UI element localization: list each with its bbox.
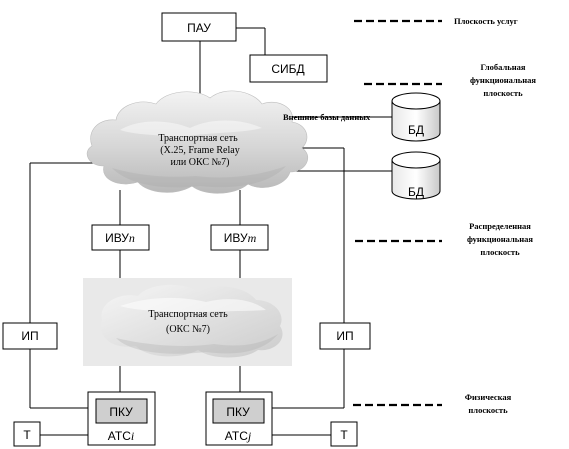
svg-text:АТСi: АТСi xyxy=(108,429,134,443)
bottom-cloud-line2: (ОКС №7) xyxy=(166,324,210,335)
pku-left-label: ПКУ xyxy=(109,405,133,419)
bottom-cloud-line1: Транспортная сеть xyxy=(148,309,228,320)
ivu-m-node: ИВУm xyxy=(210,224,269,251)
svg-text:ИВУm: ИВУm xyxy=(224,231,257,245)
sibd-node: СИБД xyxy=(249,54,328,83)
svg-text:АТСj: АТСj xyxy=(225,429,252,443)
ivu-m-suffix: m xyxy=(248,231,257,245)
top-cloud-line1: Транспортная сеть xyxy=(158,133,238,144)
top-cloud-line3: или ОКС №7) xyxy=(171,157,230,168)
legend-global-functional-plane: Глобальная функциональная плоскость xyxy=(364,62,536,98)
database-1-label: БД xyxy=(408,123,424,137)
svg-text:ИВУn: ИВУn xyxy=(105,231,135,245)
ivu-n-suffix: n xyxy=(129,231,135,245)
ip-left-label: ИП xyxy=(21,329,38,343)
global-plane-line3: плоскость xyxy=(483,88,523,98)
ivu-n-node: ИВУn xyxy=(91,224,150,251)
ats-i-node: ПКУ АТСi xyxy=(87,391,156,446)
connection-lines xyxy=(29,27,392,436)
ats-j-suffix: j xyxy=(246,429,252,443)
database-2-label: БД xyxy=(408,185,424,199)
distributed-plane-line3: плоскость xyxy=(480,247,520,257)
terminal-right-node: Т xyxy=(330,421,358,447)
ip-right-node: ИП xyxy=(319,322,371,350)
ats-i-prefix: АТС xyxy=(108,429,131,443)
pau-node: ПАУ xyxy=(161,12,237,42)
global-plane-line1: Глобальная xyxy=(480,62,525,72)
global-plane-line2: функциональная xyxy=(470,75,536,85)
top-cloud-line2: (X.25, Frame Relay xyxy=(160,145,239,156)
legend-services-plane: Плоскость услуг xyxy=(354,16,518,26)
distributed-plane-line1: Распределенная xyxy=(469,221,531,231)
database-1-icon: БД xyxy=(391,92,441,142)
external-databases-caption: Внешние базы данных xyxy=(283,112,371,122)
terminal-right-label: Т xyxy=(340,428,348,442)
ats-j-node: ПКУ АТСj xyxy=(205,391,273,446)
ivu-m-prefix: ИВУ xyxy=(224,231,248,245)
terminal-left-label: Т xyxy=(23,428,31,442)
terminal-left-node: Т xyxy=(13,421,41,447)
database-2-icon: БД xyxy=(391,151,441,200)
pku-right-label: ПКУ xyxy=(226,405,250,419)
ip-left-node: ИП xyxy=(2,322,58,350)
ivu-n-prefix: ИВУ xyxy=(105,231,129,245)
transport-network-cloud-top: Транспортная сеть (X.25, Frame Relay или… xyxy=(86,90,308,194)
ats-i-suffix: i xyxy=(131,429,134,443)
legend-distributed-functional-plane: Распределенная функциональная плоскость xyxy=(355,221,533,257)
physical-plane-line1: Физическая xyxy=(465,392,512,402)
distributed-plane-line2: функциональная xyxy=(467,234,533,244)
legend-physical-plane: Физическая плоскость xyxy=(353,392,512,415)
ip-right-label: ИП xyxy=(336,329,353,343)
sibd-label: СИБД xyxy=(271,62,304,76)
pau-label: ПАУ xyxy=(187,21,211,35)
transport-network-area-bottom: Транспортная сеть (ОКС №7) xyxy=(83,278,292,366)
physical-plane-line2: плоскость xyxy=(468,405,508,415)
services-plane-label: Плоскость услуг xyxy=(454,16,518,26)
ats-j-prefix: АТС xyxy=(225,429,248,443)
